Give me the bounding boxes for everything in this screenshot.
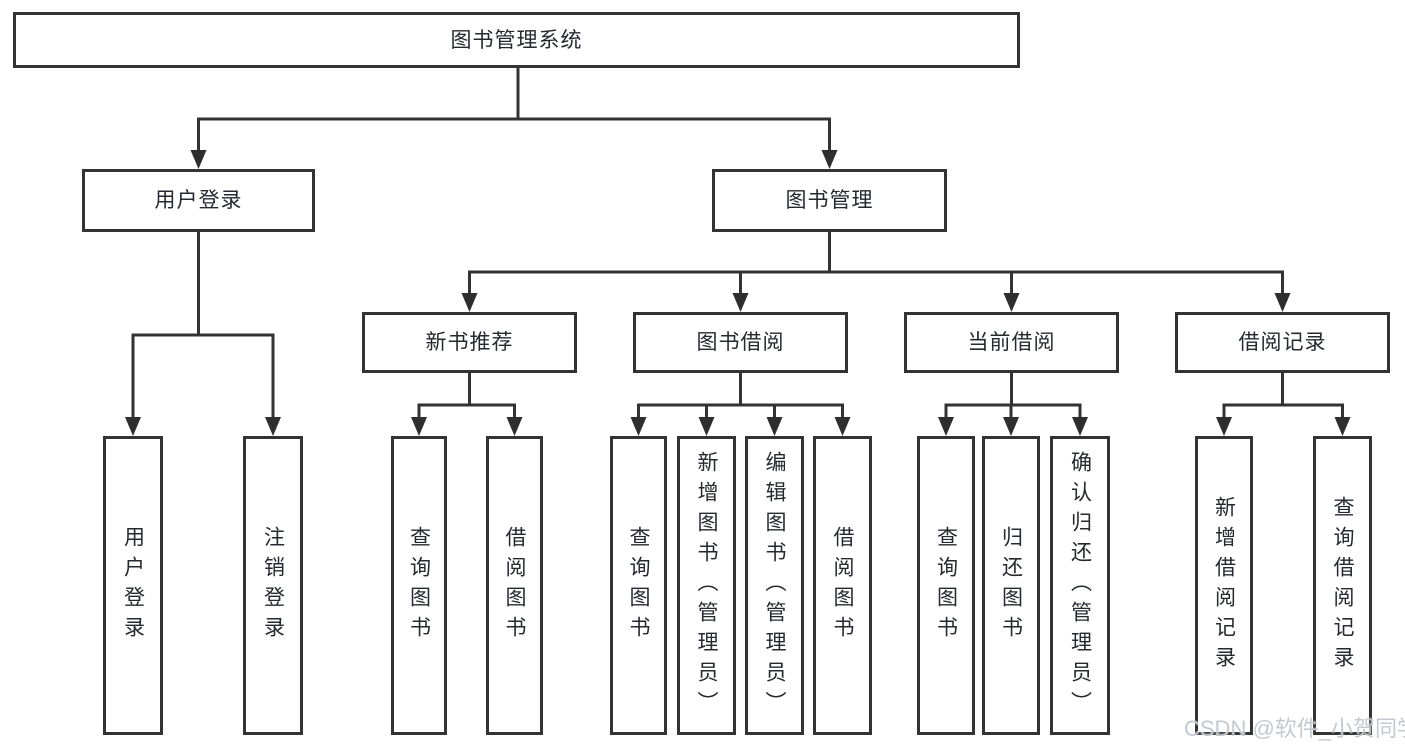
csdn-watermark: CSDN @软件_小贺同学 xyxy=(1184,716,1405,741)
leaf-query-borrow-record: 查询借阅记录 xyxy=(1313,436,1372,735)
leaf-query-books-borrowing: 查询图书 xyxy=(610,436,667,735)
leaf-confirm-return-admin-label: 确认归还（管理员） xyxy=(1068,450,1092,721)
leaf-logout: 注销登录 xyxy=(243,436,303,735)
leaf-query-borrow-record-label: 查询借阅记录 xyxy=(1331,495,1354,676)
node-root: 图书管理系统 xyxy=(13,12,1020,68)
node-borrowing-records-label: 借阅记录 xyxy=(1238,331,1327,354)
leaf-borrow-books: 借阅图书 xyxy=(813,436,872,735)
leaf-query-books-current: 查询图书 xyxy=(917,436,975,735)
node-borrowing-records: 借阅记录 xyxy=(1175,312,1390,373)
connector-segments xyxy=(131,68,1344,419)
leaf-confirm-return-admin: 确认归还（管理员） xyxy=(1050,436,1110,735)
leaf-add-borrow-record: 新增借阅记录 xyxy=(1195,436,1253,735)
node-book-management: 图书管理 xyxy=(712,169,947,232)
leaf-return-books-label: 归还图书 xyxy=(999,525,1023,646)
node-new-book-recommend-label: 新书推荐 xyxy=(425,331,514,354)
leaf-edit-books-admin-label: 编辑图书（管理员） xyxy=(763,450,786,721)
leaf-return-books: 归还图书 xyxy=(982,436,1040,735)
arrowheads xyxy=(125,150,1351,436)
leaf-borrow-books-recommend-label: 借阅图书 xyxy=(503,525,526,646)
leaf-user-login: 用户登录 xyxy=(103,436,163,735)
leaf-borrow-books-label: 借阅图书 xyxy=(831,525,854,646)
leaf-query-books-recommend-label: 查询图书 xyxy=(407,525,431,646)
node-book-borrowing: 图书借阅 xyxy=(633,312,848,373)
node-book-management-label: 图书管理 xyxy=(785,189,874,212)
leaf-query-books-borrowing-label: 查询图书 xyxy=(627,525,650,646)
leaf-edit-books-admin: 编辑图书（管理员） xyxy=(745,436,804,735)
leaf-user-login-label: 用户登录 xyxy=(121,525,145,646)
node-root-label: 图书管理系统 xyxy=(450,28,583,52)
node-user-login: 用户登录 xyxy=(82,169,315,232)
node-current-borrowing: 当前借阅 xyxy=(904,312,1119,373)
leaf-logout-label: 注销登录 xyxy=(261,525,285,646)
leaf-borrow-books-recommend: 借阅图书 xyxy=(486,436,543,735)
node-book-borrowing-label: 图书借阅 xyxy=(696,331,785,354)
leaf-query-books-current-label: 查询图书 xyxy=(934,525,958,646)
leaf-add-books-admin: 新增图书（管理员） xyxy=(677,436,736,735)
node-new-book-recommend: 新书推荐 xyxy=(362,312,577,373)
leaf-query-books-recommend: 查询图书 xyxy=(391,436,447,735)
leaf-add-borrow-record-label: 新增借阅记录 xyxy=(1212,495,1236,676)
leaf-add-books-admin-label: 新增图书（管理员） xyxy=(695,450,718,721)
node-user-login-label: 用户登录 xyxy=(154,189,243,212)
node-current-borrowing-label: 当前借阅 xyxy=(967,331,1056,354)
